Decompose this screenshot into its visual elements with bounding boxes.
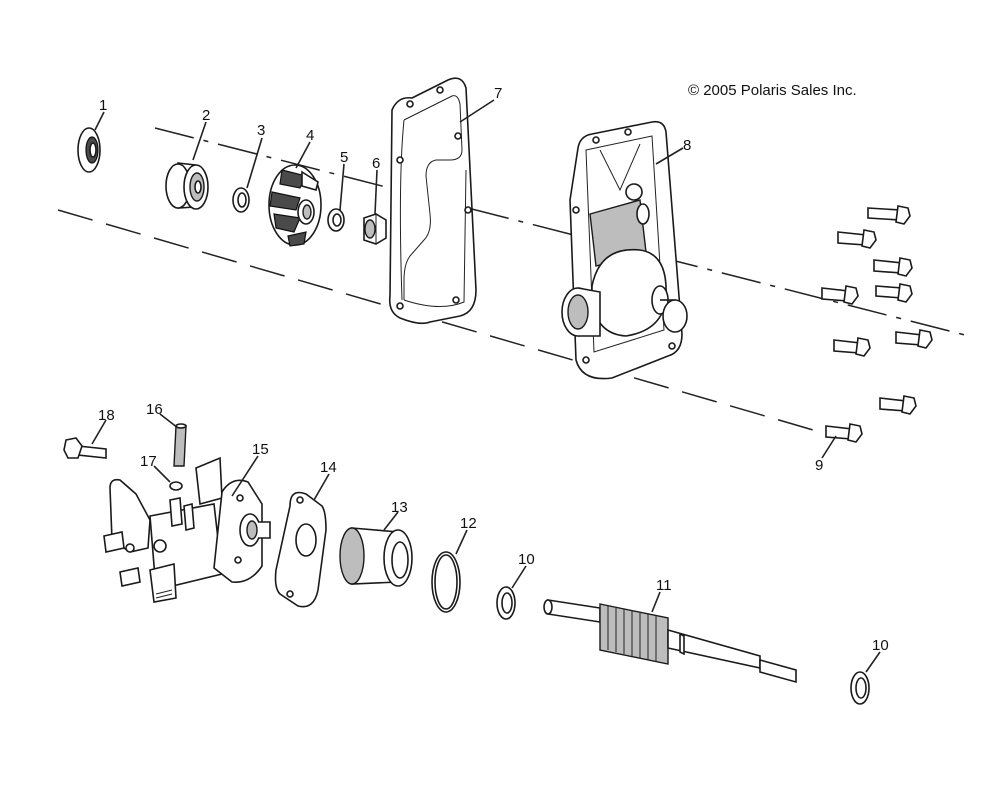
bolt bbox=[837, 229, 877, 249]
part-7-gasket bbox=[388, 77, 477, 325]
callout-15: 15 bbox=[252, 441, 269, 458]
callout-4: 4 bbox=[306, 127, 314, 144]
part-15-oil-pump bbox=[103, 456, 271, 603]
bolt bbox=[875, 283, 913, 303]
part-2-bearing bbox=[165, 162, 209, 210]
part-3-washer bbox=[232, 187, 250, 213]
part-12-oring bbox=[431, 551, 461, 613]
part-11-shaft bbox=[543, 599, 797, 684]
part-6-nut bbox=[363, 213, 387, 245]
callout-6: 6 bbox=[372, 155, 380, 172]
bolt bbox=[879, 395, 917, 415]
copyright-notice: © 2005 Polaris Sales Inc. bbox=[688, 82, 857, 99]
bolt bbox=[867, 205, 911, 225]
callout-16: 16 bbox=[146, 401, 163, 418]
callout-8: 8 bbox=[683, 137, 691, 154]
part-10-washer bbox=[496, 586, 516, 620]
callout-10-right: 10 bbox=[872, 637, 889, 654]
callout-11: 11 bbox=[656, 577, 672, 594]
callout-2: 2 bbox=[202, 107, 210, 124]
part-10-washer bbox=[850, 671, 870, 705]
bolt bbox=[895, 329, 933, 349]
bolt bbox=[825, 423, 863, 443]
callout-13: 13 bbox=[391, 499, 408, 516]
callout-10-left: 10 bbox=[518, 551, 535, 568]
part-5-washer bbox=[327, 208, 345, 232]
callout-9: 9 bbox=[815, 457, 823, 474]
leader-lines bbox=[91, 99, 881, 673]
axis-lines bbox=[57, 127, 966, 433]
callout-7: 7 bbox=[494, 85, 502, 102]
callout-14: 14 bbox=[320, 459, 337, 476]
part-8-pump-cover bbox=[561, 120, 688, 380]
callouts: 1 2 3 4 5 6 7 8 9 10 10 11 12 13 14 15 1… bbox=[98, 85, 889, 654]
callout-1: 1 bbox=[99, 97, 107, 114]
bolt bbox=[833, 337, 871, 357]
callout-3: 3 bbox=[257, 122, 265, 139]
part-13-cylinder bbox=[339, 527, 413, 587]
callout-12: 12 bbox=[460, 515, 477, 532]
part-18-bolt bbox=[63, 437, 107, 459]
callout-5: 5 bbox=[340, 149, 348, 166]
part-4-impeller bbox=[268, 164, 322, 247]
part-14-gasket bbox=[274, 491, 327, 608]
bolt bbox=[821, 285, 859, 305]
callout-17: 17 bbox=[140, 453, 157, 470]
part-16-pin bbox=[173, 423, 187, 467]
part-1-seal bbox=[77, 127, 101, 173]
part-9-bolts bbox=[821, 205, 933, 443]
part-17-oring bbox=[169, 481, 183, 491]
callout-18: 18 bbox=[98, 407, 115, 424]
bolt bbox=[873, 257, 913, 277]
